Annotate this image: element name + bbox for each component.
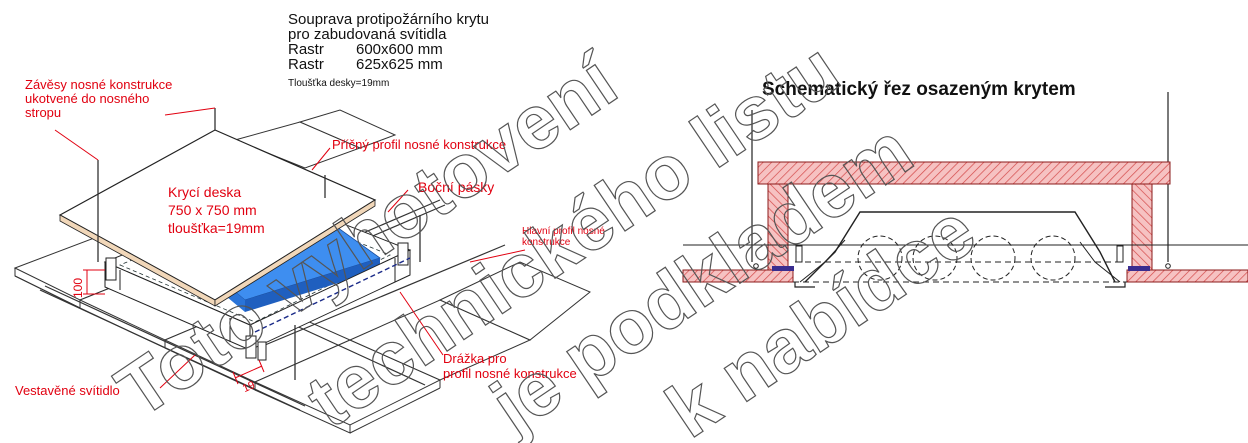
leader-lines (54, 107, 526, 389)
label-kryci-1: Krycí deska (168, 184, 242, 200)
dim-100: 100 (71, 277, 86, 299)
label-zavesy-1: Závěsy nosné konstrukce (25, 77, 173, 92)
label-drazka-2: profil nosné konstrukce (443, 366, 577, 381)
section-view (682, 92, 1248, 288)
label-kryci-3: tloušťka=19mm (168, 220, 265, 236)
label-vestavene: Vestavěné svítidlo (15, 383, 120, 398)
rastr1-label: Rastr (288, 41, 324, 58)
rastr2-value: 625x625 mm (356, 56, 443, 73)
rastr2-label: Rastr (288, 56, 324, 73)
label-pricny: Příčný profil nosné konstrukce (332, 137, 507, 152)
cover-plate (58, 129, 377, 307)
label-kryci-2: 750 x 750 mm (168, 202, 257, 218)
title-line2: pro zabudovaná svítidla (288, 26, 447, 43)
label-zavesy-2: ukotvené do nosného (25, 91, 150, 106)
section-title: Schematický řez osazeným krytem (762, 79, 1076, 100)
label-zavesy-3: stropu (25, 105, 62, 120)
label-hlavni-1: Hlavní profil nosné (522, 226, 605, 237)
thickness-note: Tloušťka desky=19mm (288, 78, 390, 89)
label-drazka-1: Drážka pro (443, 351, 507, 366)
hangers (97, 108, 421, 380)
rastr1-value: 600x600 mm (356, 41, 443, 58)
title-line1: Souprava protipožárního krytu (288, 11, 489, 28)
label-hlavni-2: konstrukce (522, 237, 571, 248)
label-bocni: Boční pásky (418, 179, 495, 195)
